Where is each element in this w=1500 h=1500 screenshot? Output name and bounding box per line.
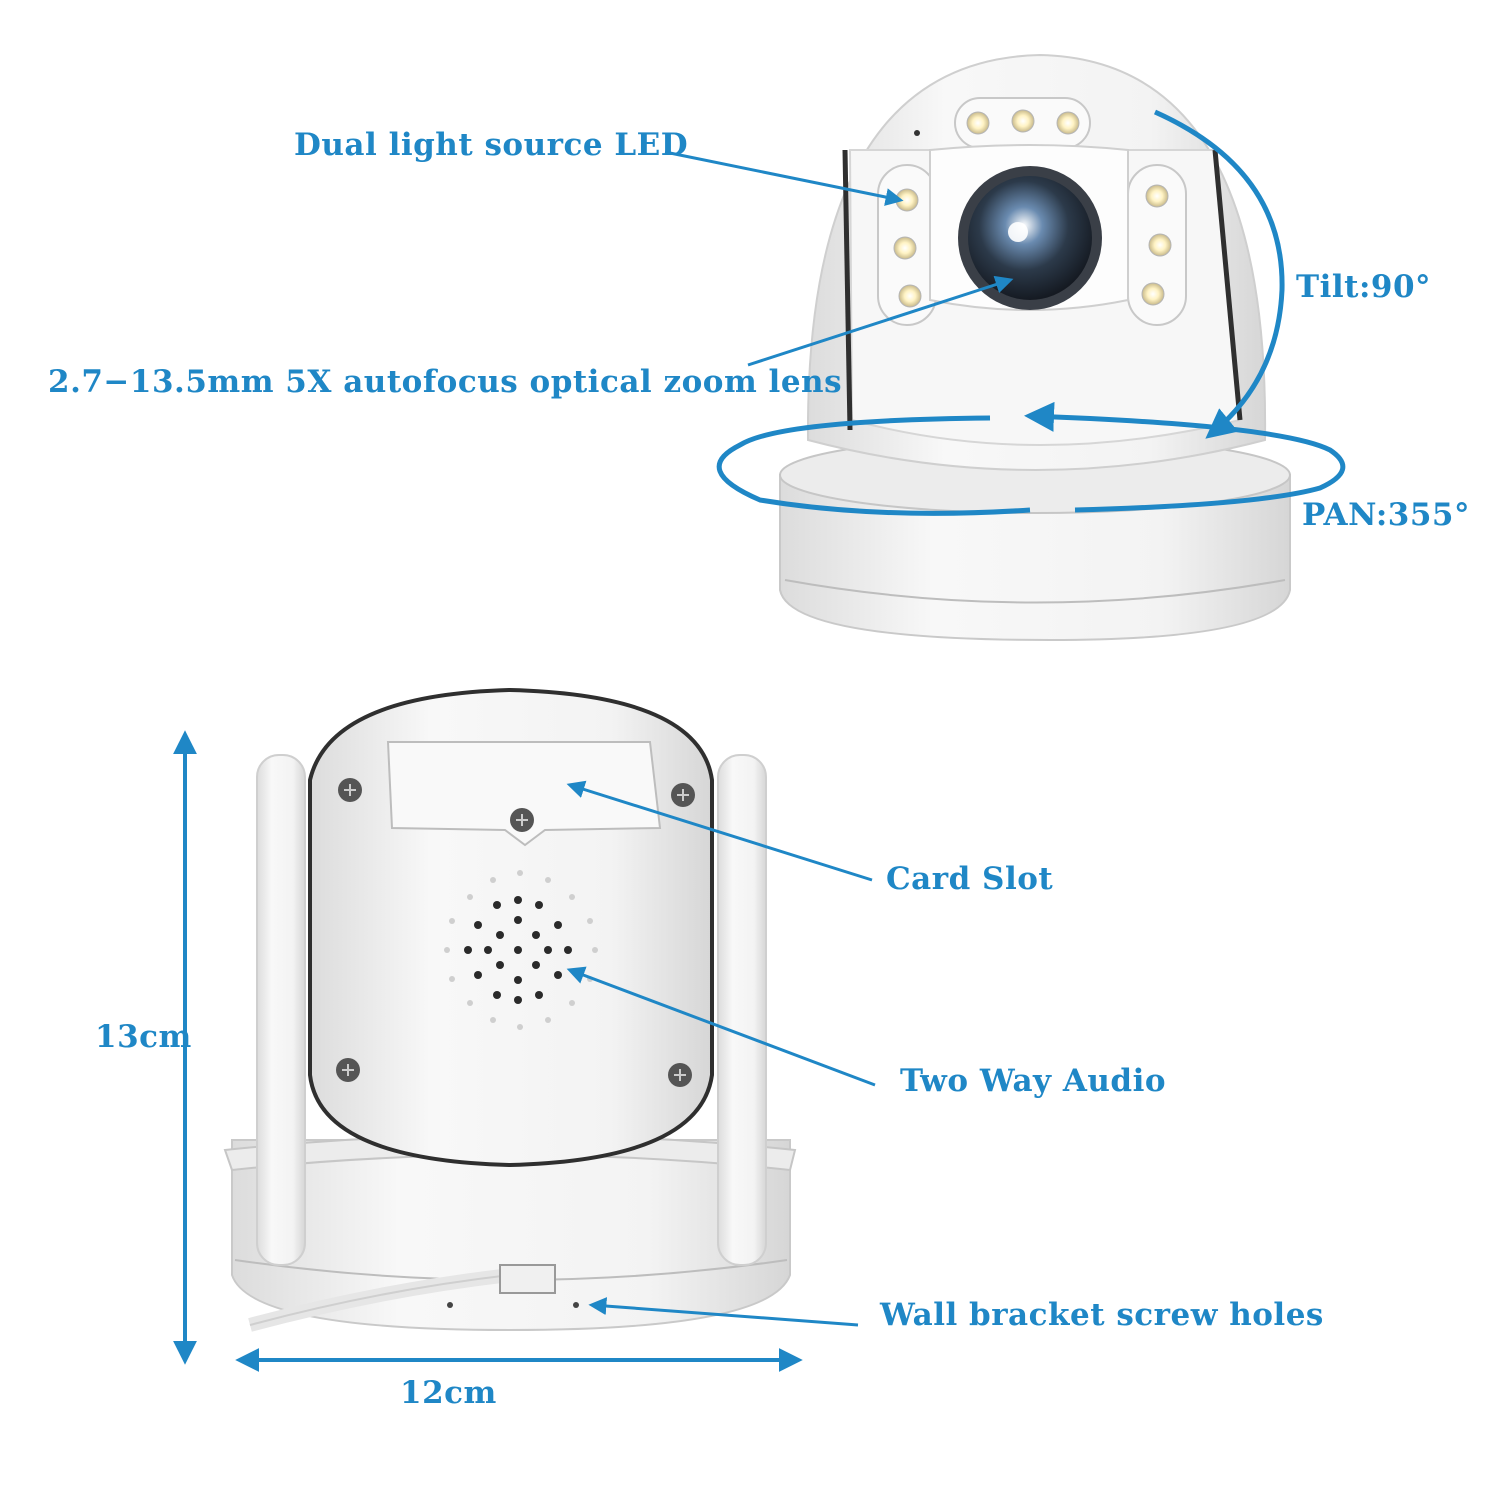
audio-label: Two Way Audio — [900, 1063, 1167, 1099]
card-slot-label: Card Slot — [886, 861, 1054, 897]
lens-label: 2.7−13.5mm 5X autofocus optical zoom len… — [48, 364, 843, 400]
speaker-grille — [464, 896, 572, 1004]
pan-label: PAN:355° — [1302, 497, 1470, 533]
bottom-callouts — [566, 780, 876, 1327]
screw-holes-label: Wall bracket screw holes — [880, 1297, 1324, 1333]
width-dimension-label: 12cm — [400, 1375, 497, 1411]
tilt-label: Tilt:90° — [1296, 269, 1432, 305]
led-label: Dual light source LED — [294, 127, 689, 163]
front-camera — [779, 53, 1291, 642]
rotation-indicators — [716, 109, 1346, 516]
height-dimension-label: 13cm — [95, 1019, 192, 1055]
top-callouts — [664, 150, 1014, 367]
back-camera — [223, 687, 797, 1332]
dimension-arrows — [173, 730, 803, 1372]
